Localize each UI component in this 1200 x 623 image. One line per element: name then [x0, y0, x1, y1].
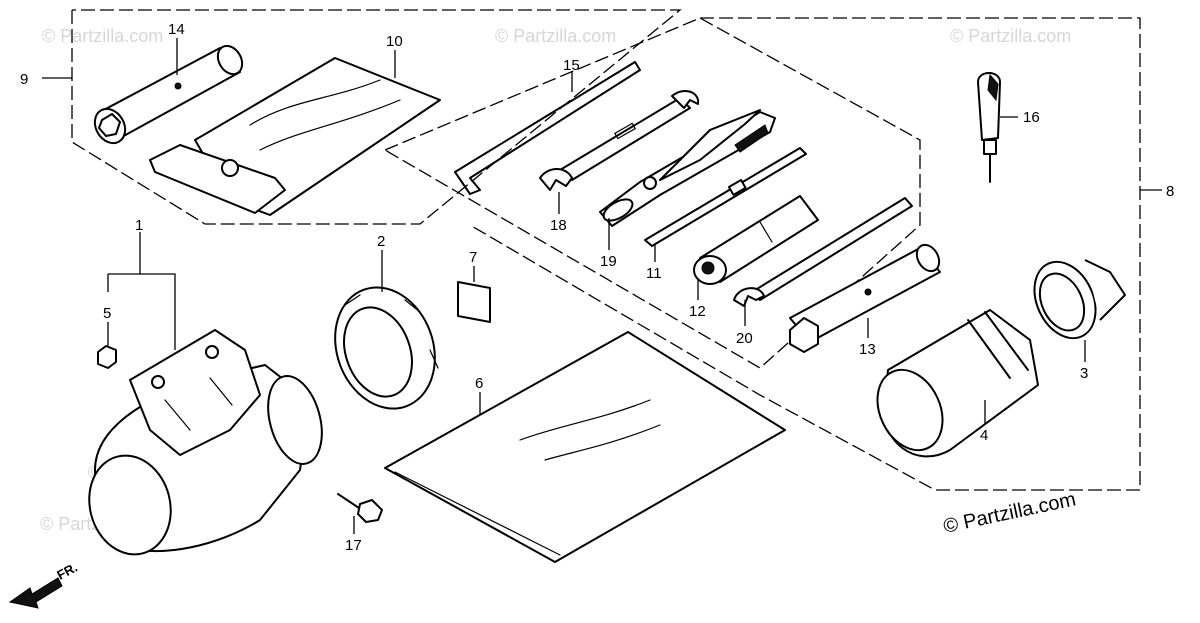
part-6-manual-bag: [384, 331, 786, 563]
callout-10: 10: [386, 33, 403, 50]
callout-14: 14: [168, 21, 185, 38]
part-5-nut: [97, 345, 117, 369]
callout-labels: 9 14 10 15 18 19 11 12 20 13 16 8 3 4 1 …: [20, 21, 1174, 554]
group-outline-9: [71, 9, 682, 225]
callout-19: 19: [600, 253, 617, 270]
callout-18: 18: [550, 217, 567, 234]
callout-16: 16: [1023, 109, 1040, 126]
front-arrow-icon: [8, 577, 63, 609]
callout-7: 7: [469, 249, 477, 266]
callout-1: 1: [135, 217, 143, 234]
part-11-screwdriver: [644, 147, 807, 247]
leader-lines: [42, 38, 1162, 534]
copyright-notice: © Partzilla.com: [941, 488, 1077, 538]
part-13-box-wrench: [789, 243, 941, 353]
part-14-tube-wrench: [93, 44, 244, 145]
callout-5: 5: [103, 305, 111, 322]
group-outline-8: [469, 17, 1141, 491]
part-18-open-end-wrench: [539, 89, 700, 191]
part-19-pliers: [599, 109, 776, 227]
part-7-label: [457, 281, 491, 323]
callout-6: 6: [475, 375, 483, 392]
part-4-tool-case: [876, 309, 1039, 458]
callout-12: 12: [689, 303, 706, 320]
callout-11: 11: [646, 265, 662, 282]
callout-20: 20: [736, 330, 753, 347]
part-12-socket-wrench: [693, 195, 819, 285]
callout-15: 15: [563, 57, 580, 74]
callout-17: 17: [345, 537, 362, 554]
watermark-2: © Partzilla.com: [495, 26, 616, 46]
part-2-ring-nut: [334, 286, 439, 410]
part-16-screwdriver-handle: [977, 72, 1001, 183]
part-10-tool-bag: [149, 57, 441, 216]
part-20-spanner: [733, 197, 913, 307]
callout-13: 13: [859, 341, 876, 358]
callout-8: 8: [1166, 183, 1174, 200]
part-17-bolt: [337, 493, 383, 523]
part-1-intake-cover: [88, 329, 323, 556]
part-3-cap: [1033, 259, 1126, 340]
watermark-3: © Partzilla.com: [950, 26, 1071, 46]
callout-3: 3: [1080, 365, 1088, 382]
callout-4: 4: [980, 427, 988, 444]
part-15-hex-key: [454, 61, 641, 195]
group-outline-tools: [384, 17, 921, 369]
callout-2: 2: [377, 233, 385, 250]
front-direction-marker: FR.: [8, 560, 80, 609]
callout-9: 9: [20, 71, 28, 88]
watermark-1: © Partzilla.com: [42, 26, 163, 46]
